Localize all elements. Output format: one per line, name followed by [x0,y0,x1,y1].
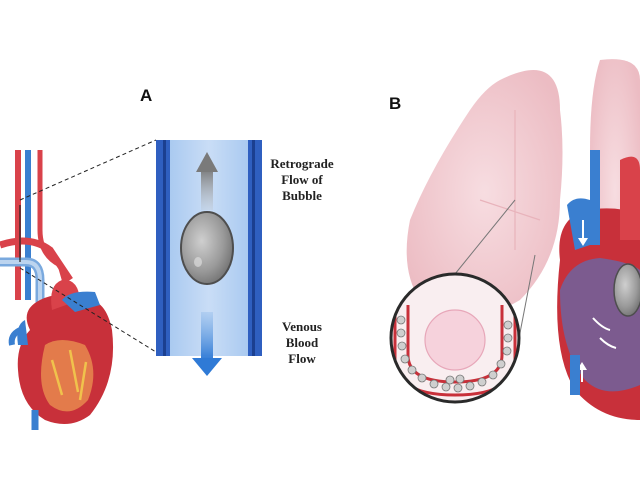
retrograde-line-1: Retrograde [270,156,334,171]
venous-line-1: Venous [282,319,322,334]
retrograde-flow-label: Retrograde Flow of Bubble [247,156,357,204]
venous-flow-arrow [192,312,222,376]
panel-label-b: B [389,94,402,113]
venous-line-2: Blood [285,335,319,350]
zoom-lines [19,139,157,353]
panel-label-a: A [140,86,153,105]
heart-illustration-b [557,150,640,420]
venous-flow-label: Venous Blood Flow [247,319,357,367]
venous-line-3: Flow [288,351,316,366]
retrograde-line-2: Flow of [281,172,323,187]
bubble [180,211,234,285]
heart-illustration-a [0,150,114,430]
retrograde-arrow [196,152,218,210]
retrograde-line-3: Bubble [282,188,322,203]
